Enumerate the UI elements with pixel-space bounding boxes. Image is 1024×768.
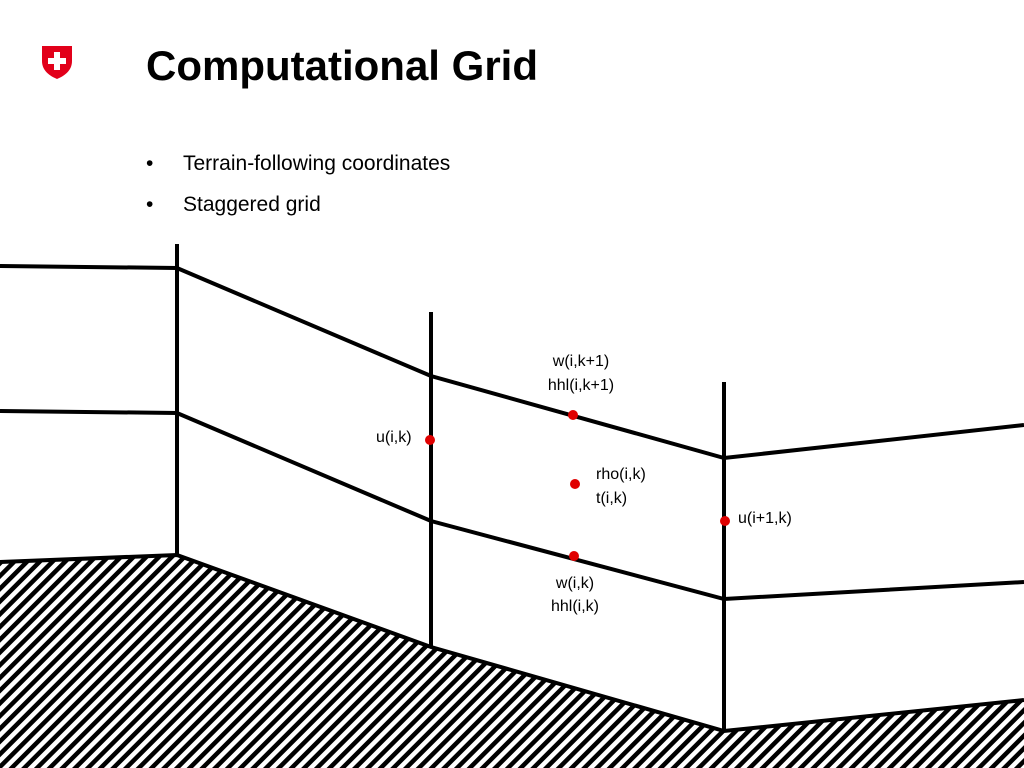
label-rho: rho(i,k) — [596, 466, 646, 483]
label-w-bottom: w(i,k) — [555, 575, 594, 592]
label-hhl-top: hhl(i,k+1) — [548, 377, 614, 394]
point-u-left — [425, 435, 435, 445]
level-line-upper — [0, 264, 1024, 461]
label-u-right: u(i+1,k) — [738, 510, 792, 527]
slide-title: Computational Grid — [146, 42, 538, 89]
bullet-list: Terrain-following coordinates Staggered … — [146, 150, 450, 232]
label-hhl-bottom: hhl(i,k) — [551, 598, 599, 615]
point-w-bottom — [569, 551, 579, 561]
swiss-cross-shield-icon — [42, 46, 72, 79]
label-u-left: u(i,k) — [376, 429, 412, 446]
point-rho — [570, 479, 580, 489]
label-w-top: w(i,k+1) — [552, 353, 609, 370]
point-u-right — [720, 516, 730, 526]
bullet-terrain-following: Terrain-following coordinates — [146, 150, 450, 178]
point-w-top — [568, 410, 578, 420]
label-t: t(i,k) — [596, 490, 627, 507]
terrain-hatched — [0, 555, 1024, 768]
bullet-staggered-grid: Staggered grid — [146, 191, 450, 219]
